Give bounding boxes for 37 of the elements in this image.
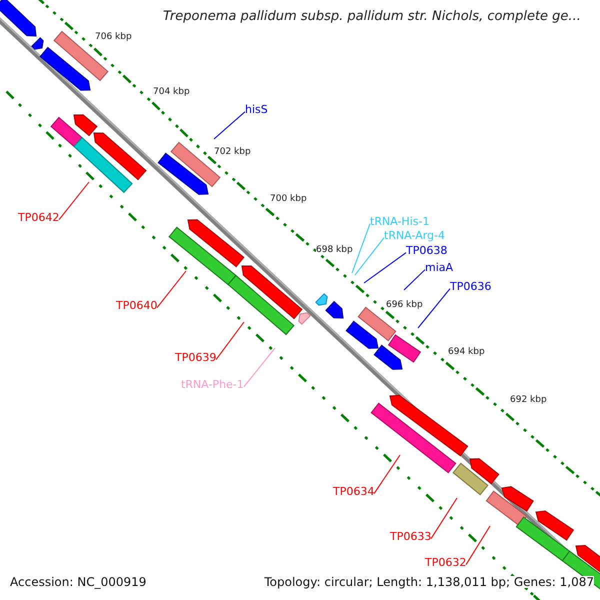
gene-label: TP0633 <box>390 531 432 542</box>
gene-label: miaA <box>425 262 454 273</box>
topology-text: Topology: circular; Length: 1,138,011 bp; Genes: 1,087 <box>264 576 594 588</box>
scale-label: 698 kbp <box>316 246 353 255</box>
gene-label: TP0639 <box>175 352 216 363</box>
gene-label: TP0632 <box>425 557 466 568</box>
leader-line <box>430 498 458 540</box>
scale-label: 706 kbp <box>95 33 132 42</box>
gene-label: tRNA-His-1 <box>370 216 430 227</box>
gene-label: tRNA-Phe-1 <box>181 379 244 390</box>
gene-label: TP0634 <box>333 486 374 497</box>
scale-label: 694 kbp <box>448 348 485 357</box>
leader-line <box>466 526 490 566</box>
accession-text: Accession: NC_000919 <box>10 576 146 588</box>
scale-label: 702 kbp <box>214 148 251 157</box>
leader-line <box>216 322 244 360</box>
scale-label: 700 kbp <box>270 195 307 204</box>
scale-label: 696 kbp <box>386 301 423 310</box>
scale-label: 692 kbp <box>510 396 547 405</box>
gene-label: TP0642 <box>18 212 60 223</box>
leader-line <box>244 348 276 388</box>
gene-label: hisS <box>245 104 268 115</box>
leader-line <box>214 111 246 140</box>
leader-line <box>354 237 384 276</box>
leader-line <box>374 454 400 494</box>
leader-line <box>156 270 186 308</box>
leader-line <box>404 269 426 290</box>
leader-line <box>418 288 450 328</box>
map-title: Treponema pallidum subsp. pallidum str. Nichols, complete ge... <box>163 10 581 23</box>
leader-line <box>58 182 90 220</box>
gene-label: TP0640 <box>116 300 158 311</box>
gene-label: TP0636 <box>450 281 492 292</box>
scale-label: 704 kbp <box>153 88 190 97</box>
leader-line <box>352 223 370 274</box>
gene-label: TP0638 <box>406 245 448 256</box>
gene-label: tRNA-Arg-4 <box>384 230 445 241</box>
leader-line <box>364 252 406 284</box>
